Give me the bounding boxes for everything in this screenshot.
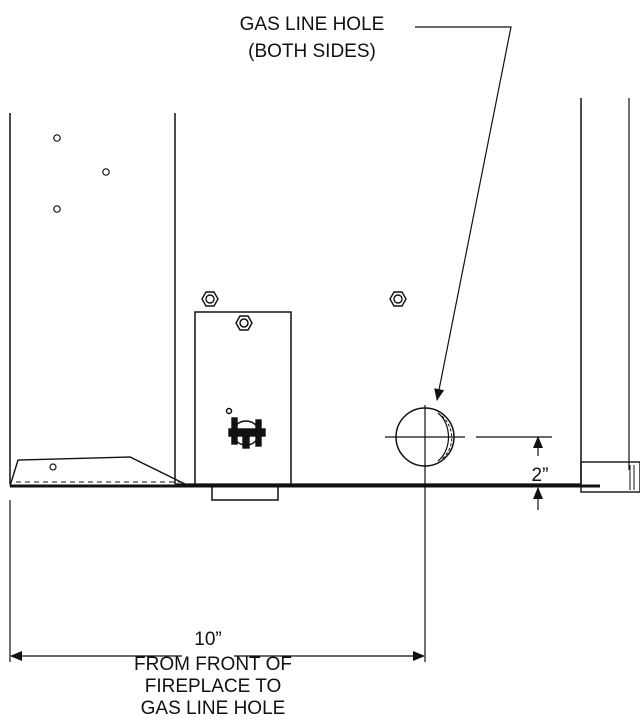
valve-mounting-plate bbox=[194, 311, 292, 501]
right-side-wall bbox=[580, 98, 640, 493]
screw-icon bbox=[102, 168, 110, 176]
upper-bolt-left bbox=[201, 291, 219, 307]
width-dimension bbox=[9, 500, 425, 662]
caption-line-2: FIREPLACE TO bbox=[145, 676, 282, 697]
caption-line-1: FROM FRONT OF bbox=[134, 654, 292, 675]
callout-leader-line bbox=[415, 26, 512, 401]
floor-base bbox=[10, 483, 600, 488]
caption-line-3: GAS LINE HOLE bbox=[141, 698, 286, 719]
width-dimension-label: 10” bbox=[194, 629, 221, 650]
screw-icon bbox=[49, 463, 57, 471]
screw-icon bbox=[53, 134, 61, 142]
height-dimension-label: 2” bbox=[532, 465, 549, 486]
callout-line-1: GAS LINE HOLE bbox=[240, 14, 385, 35]
screw-icon bbox=[53, 205, 61, 213]
height-dimension bbox=[476, 436, 552, 510]
gas-line-hole bbox=[385, 405, 465, 662]
callout-line-2: (BOTH SIDES) bbox=[248, 41, 376, 62]
left-side-panel bbox=[9, 113, 176, 484]
gas-valve-fitting-icon bbox=[228, 417, 266, 449]
upper-bolt-right bbox=[389, 291, 407, 307]
base-bracket bbox=[9, 456, 186, 487]
